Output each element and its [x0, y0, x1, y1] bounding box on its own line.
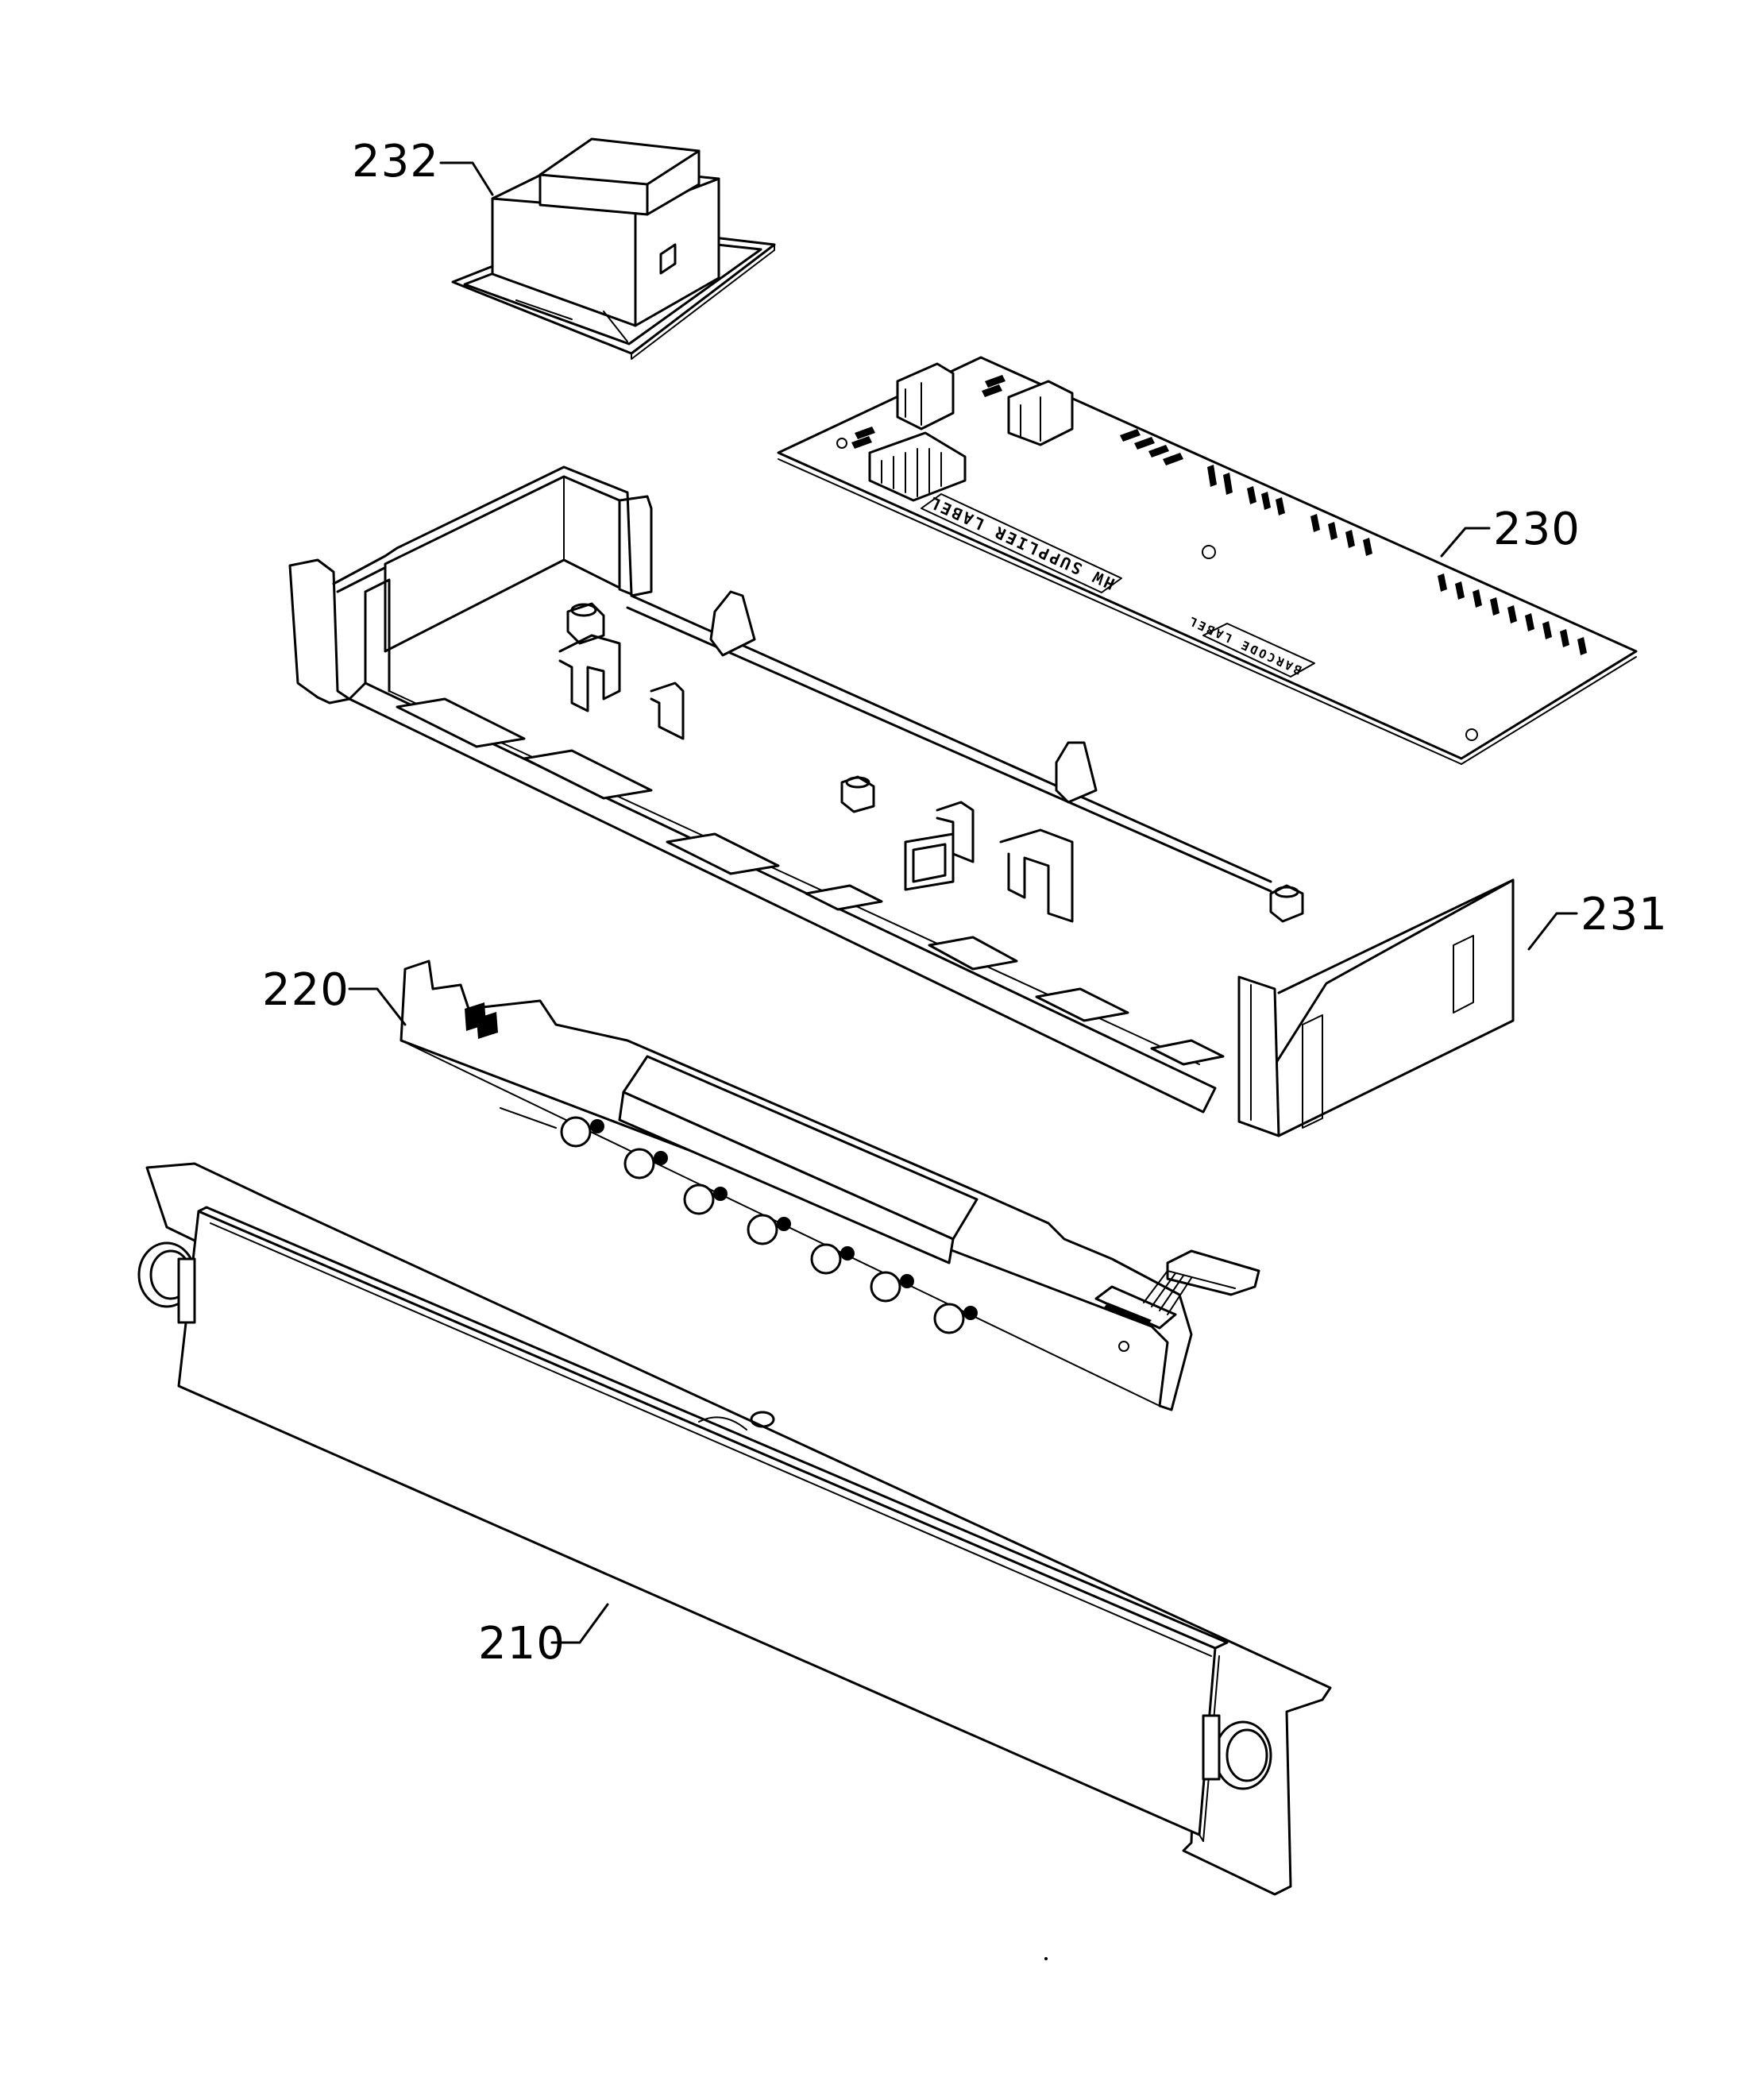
tact-switch-1: [560, 1116, 604, 1148]
tact-switch-2: [623, 1148, 668, 1179]
callout-230: 230: [1440, 504, 1581, 558]
callout-220: 220: [262, 964, 407, 1026]
ribbon-connector: [1094, 1249, 1260, 1330]
callout-220-label: 220: [262, 964, 349, 1016]
part-232-transformer: [451, 137, 776, 360]
housing-clips: [558, 634, 1074, 923]
part-220-button-board: [400, 959, 1260, 1411]
stray-dot: [1044, 1957, 1048, 1960]
callout-231-label: 231: [1581, 889, 1668, 940]
callout-210-label: 210: [478, 1618, 565, 1670]
callout-232-label: 232: [352, 136, 439, 187]
housing-posts: [566, 590, 1304, 923]
tact-switch-3: [683, 1183, 728, 1215]
callouts: 232 230 231 220 210: [262, 136, 1668, 1670]
connector-top-middle: [1007, 380, 1074, 446]
tact-switches: [560, 1116, 978, 1334]
callout-231: 231: [1527, 889, 1668, 951]
part-231-housing: [288, 465, 1515, 1137]
tact-switch-4: [747, 1214, 791, 1245]
connector-top-left: [896, 362, 955, 430]
callout-232: 232: [352, 136, 494, 196]
pcb-pads: [851, 375, 1587, 655]
connector-left: [868, 431, 967, 502]
tact-switch-5: [810, 1243, 855, 1275]
part-210-front-panel: [137, 1162, 1332, 1896]
callout-210: 210: [478, 1603, 609, 1670]
part-230-pcb: HW SUPPLIER LABEL BARCODE LABEL: [777, 356, 1638, 765]
tact-switch-7: [933, 1303, 978, 1334]
tact-switch-6: [870, 1271, 914, 1303]
callout-230-label: 230: [1493, 504, 1581, 555]
